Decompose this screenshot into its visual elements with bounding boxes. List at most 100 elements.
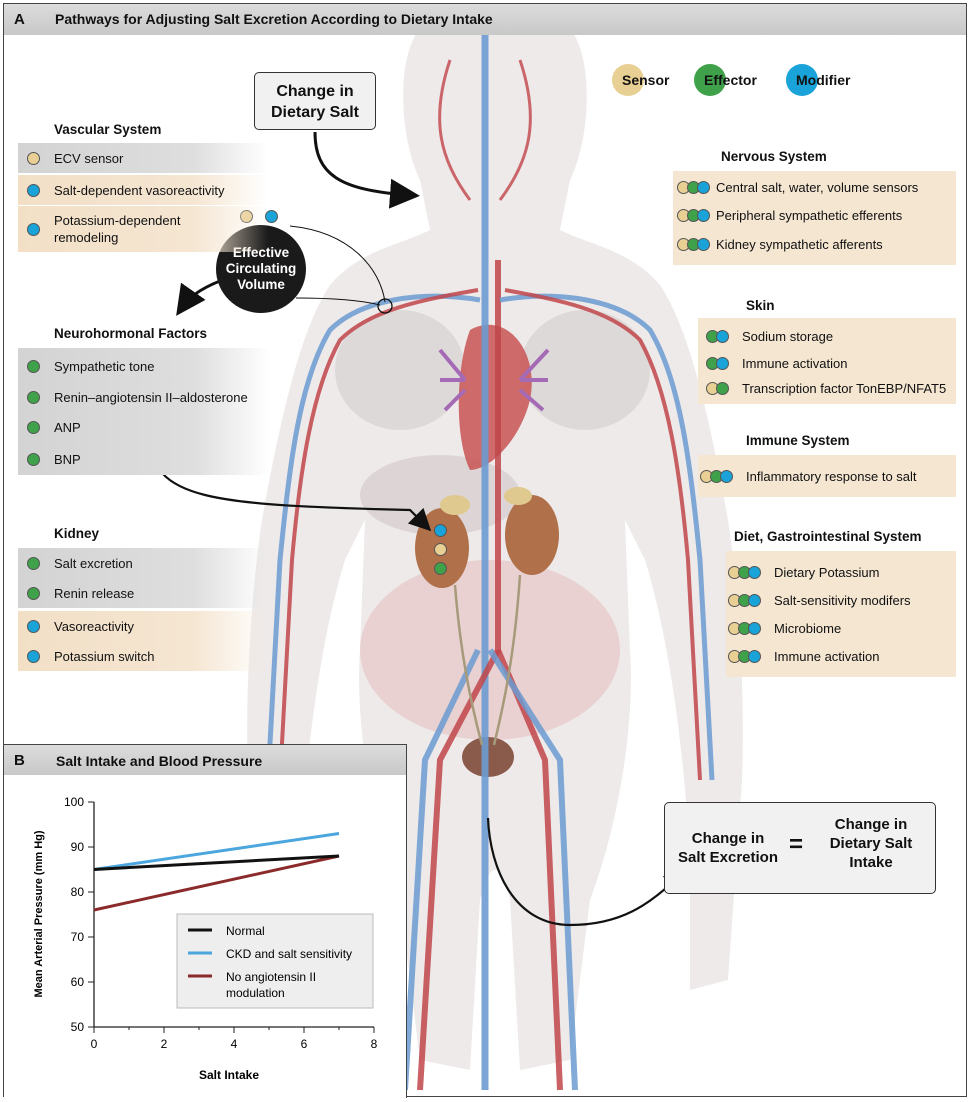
nervous-item-label: Kidney sympathetic afferents	[716, 237, 883, 252]
figure-frame	[3, 3, 967, 1097]
modifier-dot-icon	[27, 649, 40, 663]
kidney-sensor-dot-icon	[434, 543, 447, 556]
dietary-salt-arrow	[313, 131, 420, 209]
kidney-item: Salt excretion	[18, 548, 268, 578]
effector-dot-icon	[27, 390, 40, 404]
effector-dot-icon	[27, 556, 40, 570]
double-dot-icon	[706, 330, 729, 343]
ecv-line3: Volume	[237, 277, 285, 292]
neuro-item-label: Sympathetic tone	[54, 358, 155, 374]
nervous-item: Central salt, water, volume sensors	[677, 180, 918, 195]
triple-dot-icon	[677, 238, 710, 251]
legend-normal-label: Normal	[226, 924, 265, 938]
skin-item: Sodium storage	[706, 329, 833, 344]
equation-right: Change in Dietary Salt Intake	[815, 815, 927, 872]
skin-item-label: Transcription factor TonEBP/NFAT5	[742, 381, 947, 396]
legend-modifier-label: Modifier	[796, 72, 851, 88]
y-tick-label: 100	[64, 795, 84, 809]
triple-dot-icon	[677, 181, 710, 194]
x-tick-label: 8	[371, 1037, 378, 1051]
nervous-item-label: Peripheral sympathetic efferents	[716, 208, 903, 223]
kidney-item-label: Salt excretion	[54, 555, 133, 571]
neuro-item-label: ANP	[54, 419, 81, 435]
triple-dot-icon	[728, 650, 761, 663]
kidney-item-label: Renin release	[54, 585, 135, 601]
vascular-title: Vascular System	[54, 122, 162, 137]
legend-effector: Effector	[694, 64, 757, 96]
neuro-item-label: Renin–angiotensin II–aldosterone	[54, 389, 248, 405]
effector-dot-icon	[27, 359, 40, 373]
kidney-item: Potassium switch	[18, 641, 268, 671]
x-tick-label: 0	[91, 1037, 98, 1051]
y-tick-label: 90	[71, 840, 85, 854]
nervous-title: Nervous System	[721, 149, 827, 164]
skin-item: Immune activation	[706, 356, 848, 371]
panel-a-header	[4, 4, 966, 35]
y-tick-label: 60	[71, 975, 85, 989]
ecv-line2: Circulating	[225, 261, 297, 276]
y-axis-label: Mean Arterial Pressure (mm Hg)	[33, 830, 45, 997]
diet-item: Dietary Potassium	[728, 565, 879, 580]
equation-right-line1: Change in	[834, 816, 908, 833]
diet-item: Salt-sensitivity modifers	[728, 593, 911, 608]
vascular-item-label: ECV sensor	[54, 150, 124, 166]
legend-modifier: Modifier	[786, 64, 850, 96]
skin-item-label: Sodium storage	[742, 329, 834, 344]
equation-left-line1: Change in	[691, 830, 765, 847]
diet-box	[726, 551, 956, 677]
neuro-item: Sympathetic tone	[18, 351, 268, 381]
modifier-dot-icon	[27, 222, 40, 236]
nervous-item: Peripheral sympathetic efferents	[677, 208, 902, 223]
skin-title: Skin	[746, 298, 775, 313]
legend-sensor-label: Sensor	[622, 72, 670, 88]
ecv-leader-line-2	[295, 297, 381, 306]
kidney-effector-dot-icon	[434, 562, 447, 575]
legend-sensor: Sensor	[612, 64, 669, 96]
double-dot-icon	[706, 357, 729, 370]
series-line-0	[93, 854, 340, 871]
effector-dot-icon	[27, 452, 40, 466]
triple-dot-icon	[700, 470, 733, 483]
x-tick-label: 2	[161, 1037, 168, 1051]
y-tick-label: 80	[71, 885, 85, 899]
equation-left: Change in Salt Excretion	[675, 829, 781, 867]
nervous-item: Kidney sympathetic afferents	[677, 237, 883, 252]
vascular-item-label: Potassium-dependent	[54, 213, 181, 228]
diet-item: Immune activation	[728, 649, 880, 664]
neuro-box	[18, 348, 270, 475]
effector-dot-icon	[27, 420, 40, 434]
neuro-title: Neurohormonal Factors	[54, 326, 208, 341]
diet-item: Microbiome	[728, 621, 841, 636]
ecv-target-circle	[377, 298, 393, 314]
double-dot-icon	[706, 382, 729, 395]
immune-item-label: Inflammatory response to salt	[746, 469, 917, 484]
nervous-item-label: Central salt, water, volume sensors	[716, 180, 919, 195]
diet-item-label: Microbiome	[774, 621, 842, 636]
ecv-leader-line	[289, 225, 386, 303]
skin-box	[698, 318, 956, 404]
x-tick-label: 4	[231, 1037, 238, 1051]
change-box-line2: Dietary Salt	[270, 104, 360, 121]
series-line-2	[93, 854, 340, 912]
skin-item-label: Immune activation	[742, 356, 848, 371]
kidney-item: Vasoreactivity	[18, 611, 268, 641]
neuro-item: ANP	[18, 412, 268, 442]
vascular-item: ECV sensor	[18, 143, 268, 173]
legend-ckd-label: CKD and salt sensitivity	[226, 947, 352, 961]
nervous-box	[673, 171, 956, 265]
vascular-item-label-wrap: Potassium-dependent remodeling	[54, 212, 180, 246]
panel-a-letter: A	[14, 11, 25, 28]
diet-title: Diet, Gastrointestinal System	[734, 529, 922, 544]
y-tick-label: 50	[71, 1020, 85, 1034]
vascular-item: Potassium-dependent remodeling	[18, 206, 268, 252]
sensor-swatch-icon	[612, 64, 644, 96]
modifier-dot-icon	[27, 183, 40, 197]
equation-right-line2: Dietary Salt	[829, 835, 913, 852]
panel-b-title: Salt Intake and Blood Pressure	[56, 753, 263, 769]
triple-dot-icon	[728, 594, 761, 607]
panel-b-letter: B	[14, 752, 25, 769]
immune-title: Immune System	[746, 433, 850, 448]
